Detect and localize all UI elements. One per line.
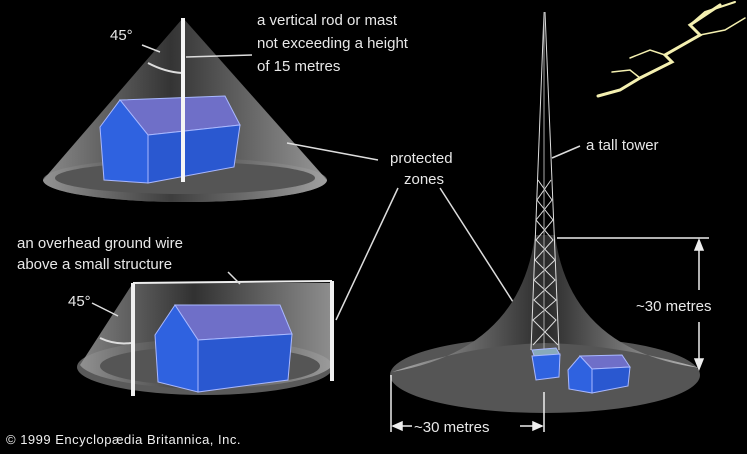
wire-label-line1: an overhead ground wire [17,235,183,252]
protected-zone-tower [390,235,700,413]
ground-wire [132,280,333,284]
height-dimension [557,237,709,372]
height-dimension-label: ~30 metres [636,298,711,315]
rod-label-line3: of 15 metres [257,58,340,75]
zones-label-line2: zones [404,171,444,188]
radius-dimension-label: ~30 metres [414,419,489,436]
tower-base-building [531,347,561,381]
angle-label-bottom: 45° [68,293,91,310]
tall-tower [530,11,560,351]
wire-post-left [131,283,135,396]
rod-label-line1: a vertical rod or mast [257,12,398,29]
rod-label-line2: not exceeding a height [257,35,409,52]
house-2 [154,304,293,393]
radius-dimension [390,375,545,432]
house-3 [567,354,631,394]
wire-post-right [330,281,334,381]
tower-label: a tall tower [586,137,659,154]
vertical-rod [181,18,185,182]
wire-label-line2: above a small structure [17,256,172,273]
copyright: © 1999 Encyclopædia Britannica, Inc. [6,432,241,447]
zones-label-line1: protected [390,150,453,167]
angle-label-top: 45° [110,27,133,44]
lightning-bolt [596,1,746,98]
house-1 [99,95,241,184]
